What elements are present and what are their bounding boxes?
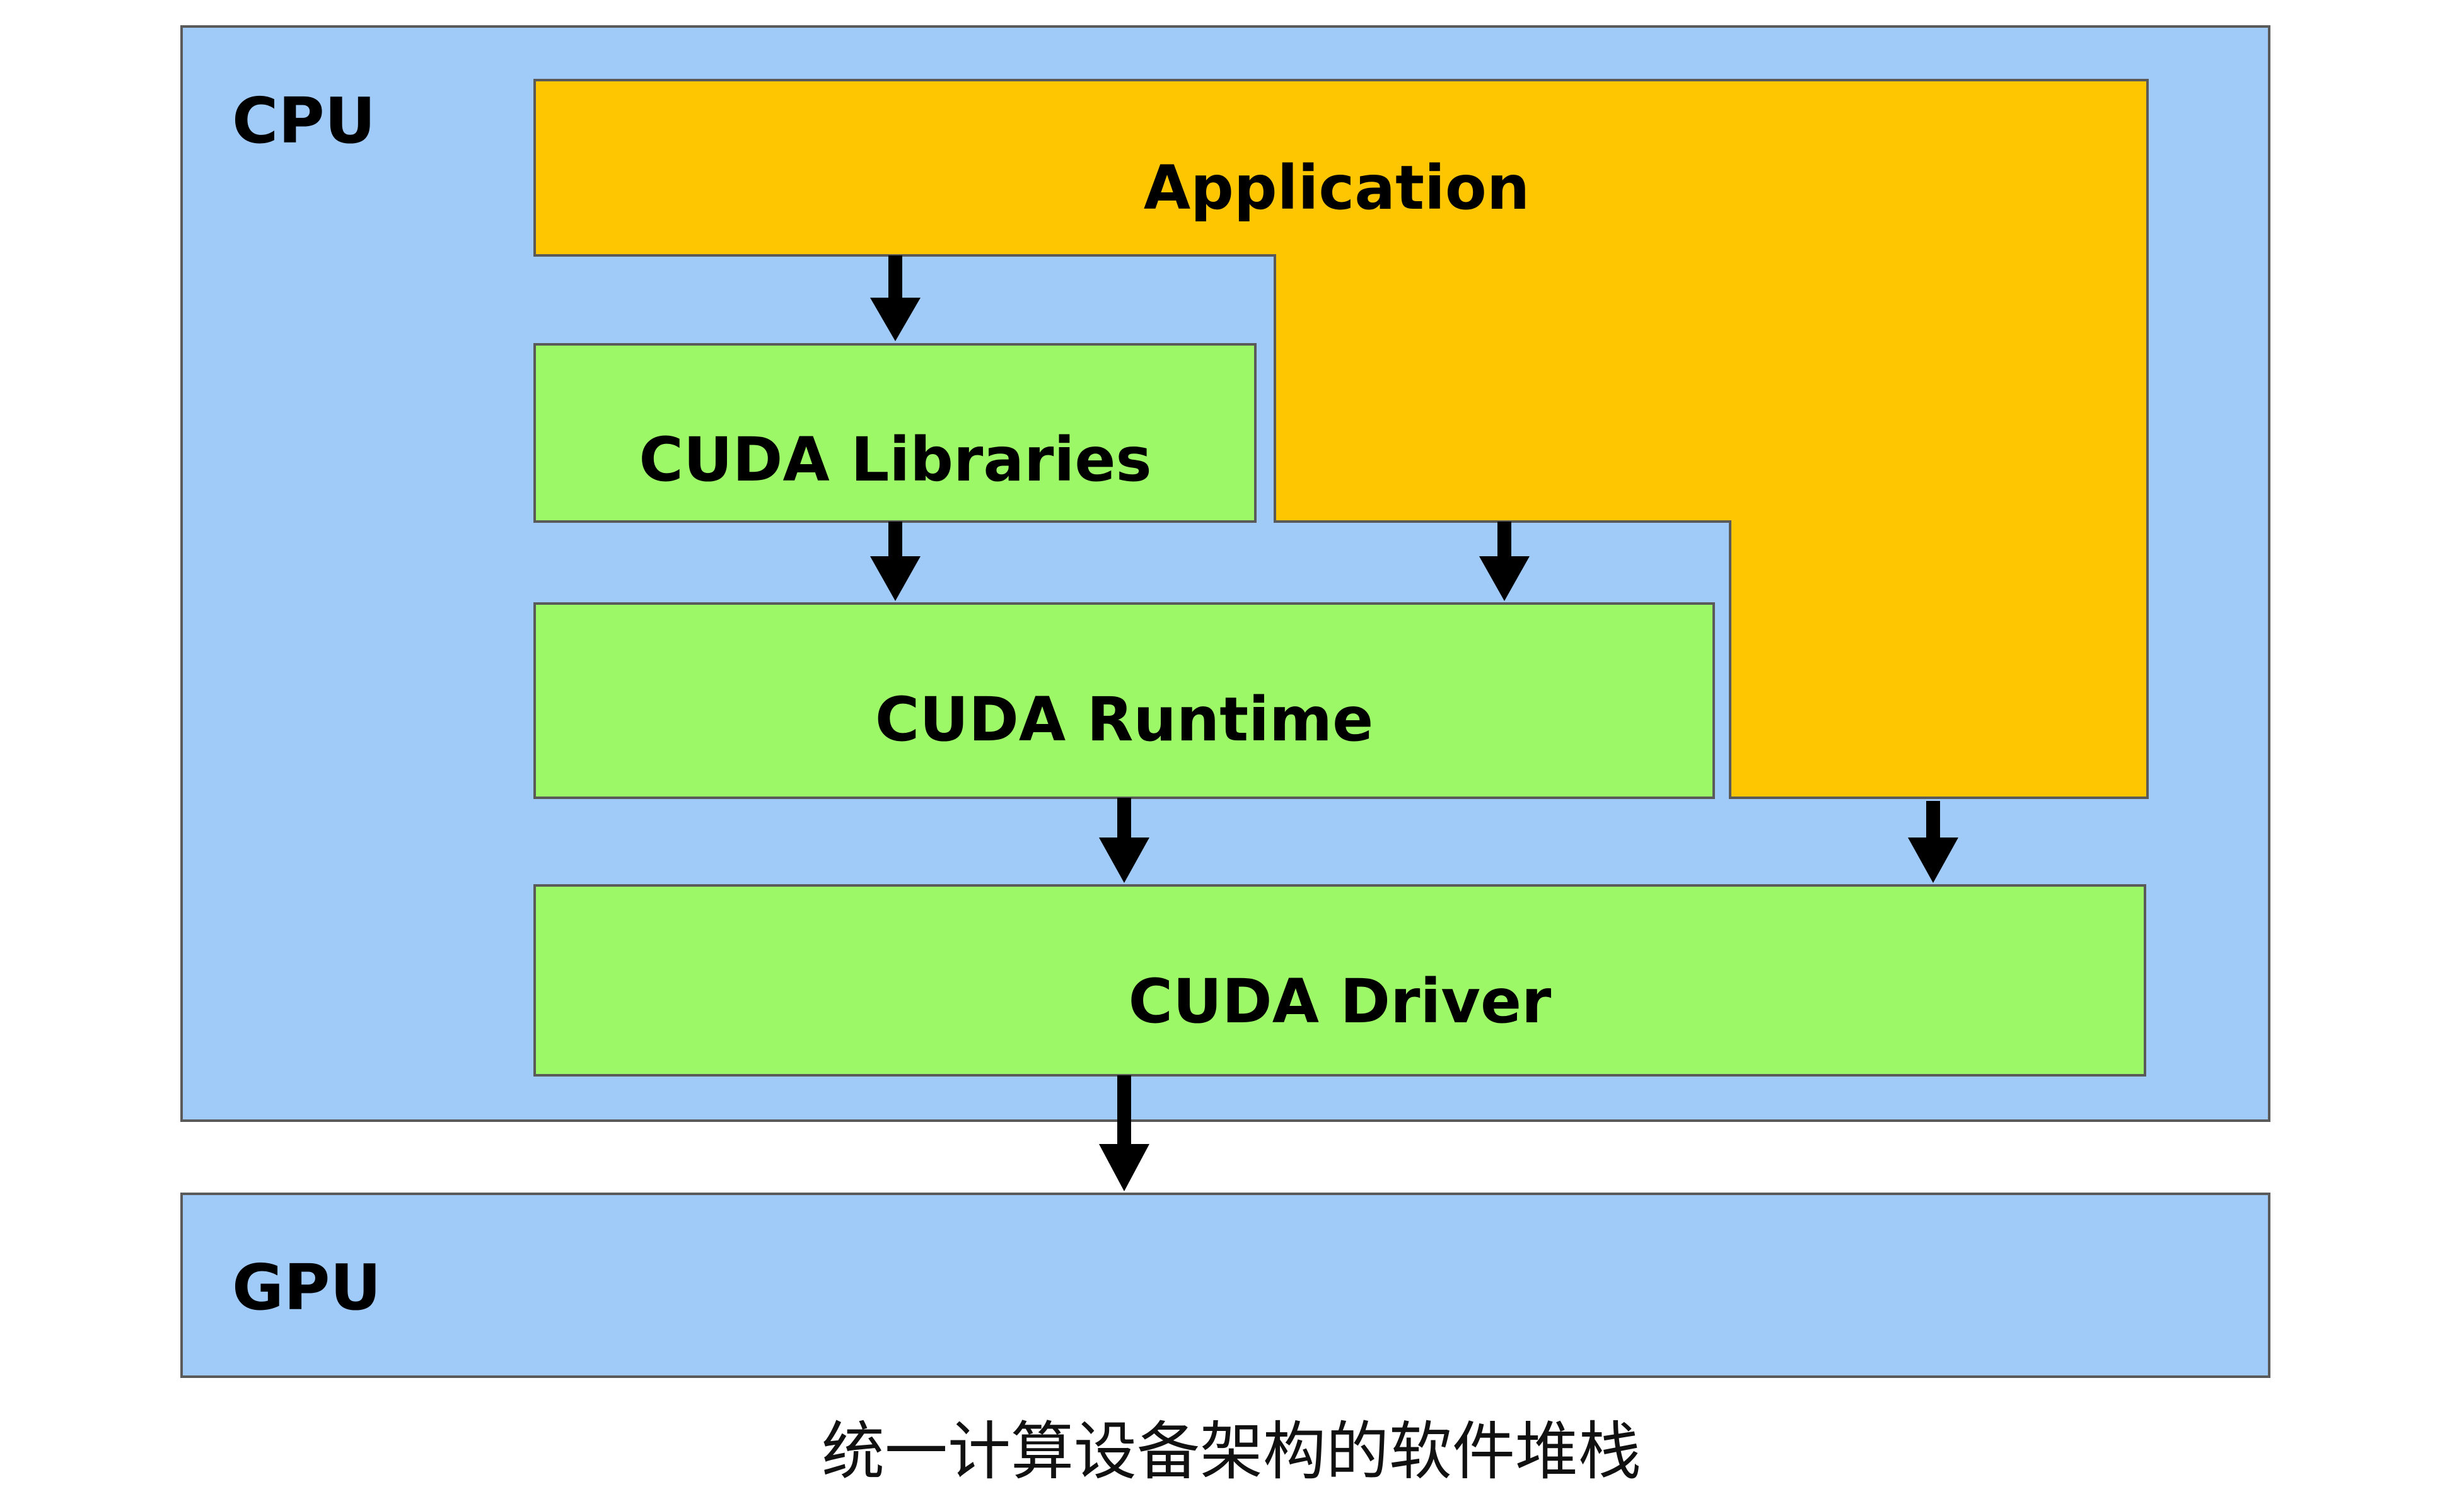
cuda-libraries-box — [533, 343, 1257, 523]
arrow-driver-to-gpu — [1099, 1075, 1149, 1191]
gpu-region: GPU — [180, 1193, 2270, 1378]
cuda-runtime-label: CUDA Runtime — [875, 684, 1373, 755]
application-label: Application — [1144, 153, 1530, 223]
arrow-app-to-runtime — [1479, 522, 1530, 601]
application-box — [533, 79, 2149, 799]
cuda-runtime-box — [533, 602, 1715, 799]
arrow-app-to-libraries — [870, 255, 921, 341]
cuda-driver-label: CUDA Driver — [1129, 966, 1552, 1037]
cuda-libraries-label: CUDA Libraries — [639, 424, 1151, 495]
arrow-runtime-to-driver — [1099, 798, 1149, 883]
gpu-label: GPU — [232, 1251, 381, 1324]
cuda-runtime-layer: CUDA Runtime — [533, 602, 1715, 799]
figure-caption: 统一计算设备架构的软件堆栈 — [822, 1415, 1641, 1488]
cuda-driver-layer: CUDA Driver — [533, 884, 2146, 1077]
application-layer: Application — [533, 79, 2149, 799]
gpu-box — [180, 1193, 2270, 1378]
cuda-libraries-layer: CUDA Libraries — [533, 343, 1257, 523]
cpu-label: CPU — [232, 84, 376, 158]
arrow-libraries-to-runtime — [870, 522, 921, 601]
arrow-app-to-driver — [1908, 801, 1958, 883]
cuda-driver-box — [533, 884, 2146, 1077]
